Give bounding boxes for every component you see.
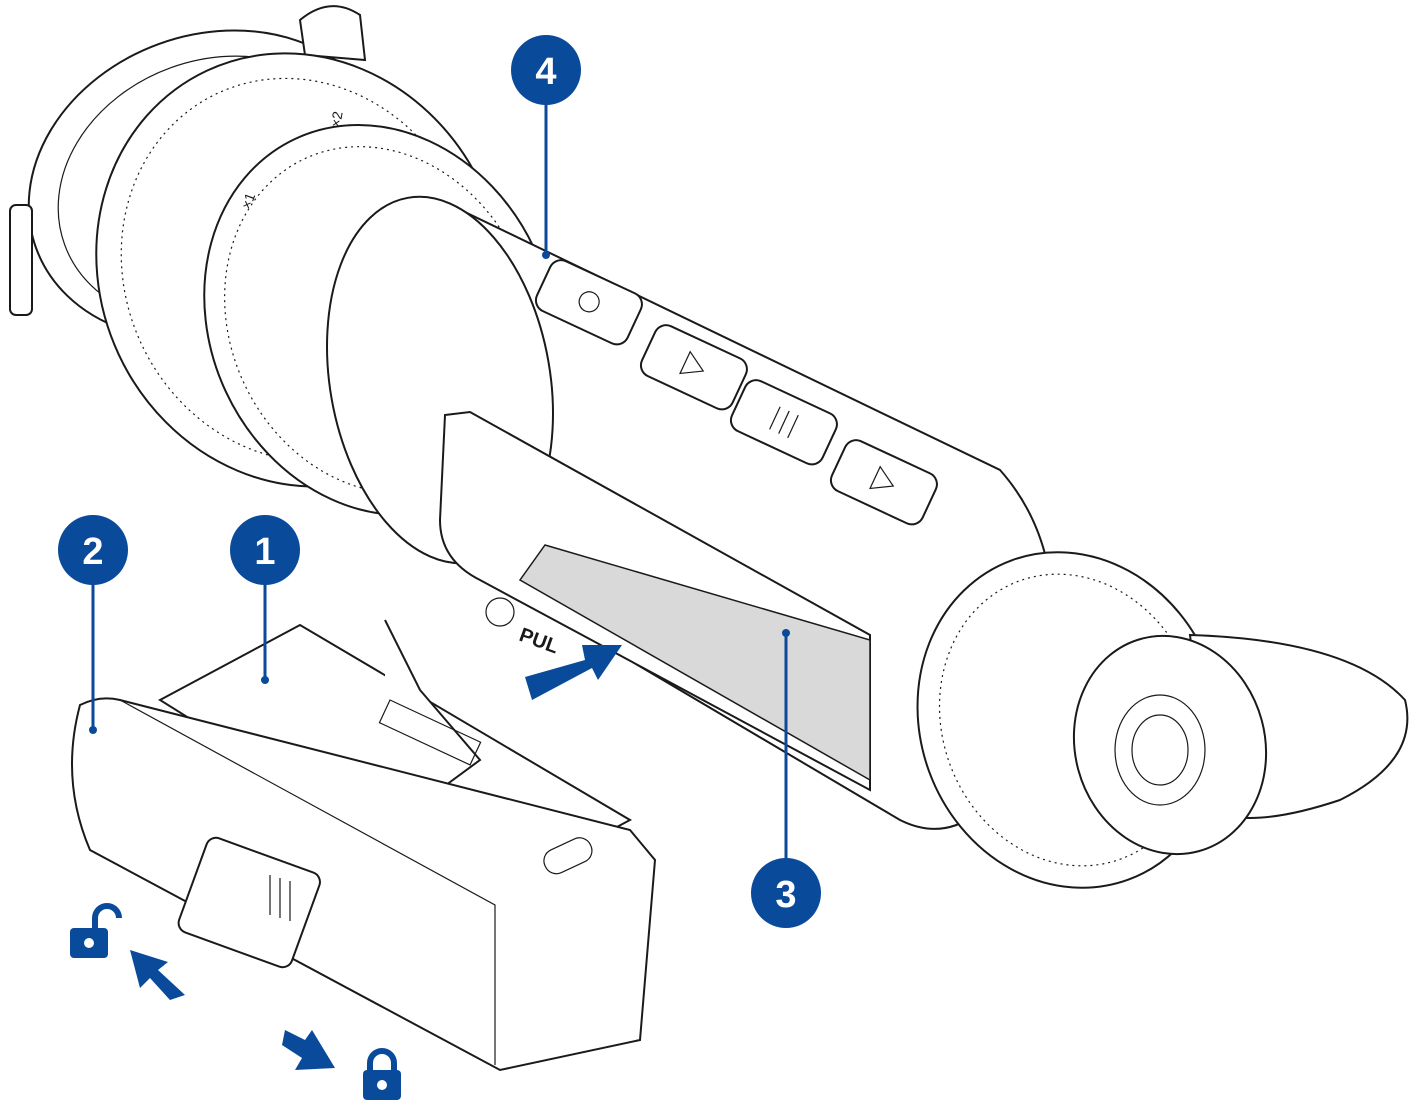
unlock-icon (70, 903, 122, 958)
callout-3: 3 (751, 629, 821, 928)
battery-pack (71, 619, 657, 1072)
arrow-lock-icon (282, 1030, 335, 1070)
svg-text:3: 3 (775, 874, 796, 916)
arrow-unlock-icon (130, 950, 185, 1000)
callout-2: 2 (58, 515, 128, 734)
svg-text:2: 2 (82, 531, 103, 573)
arrow-insert-icon (525, 645, 622, 700)
power-button (534, 259, 643, 346)
callout-1: 1 (230, 515, 300, 684)
logo: PUL (516, 624, 561, 658)
up-button (639, 324, 748, 411)
svg-text:4: 4 (535, 51, 556, 93)
down-button (829, 439, 938, 526)
control-buttons (534, 259, 938, 526)
zoom-mark-x1: ×1 (238, 190, 259, 211)
battery-lock-lever (177, 836, 321, 969)
zoom-mark-x2: ×2 (327, 110, 346, 129)
callout-4: 4 (511, 35, 581, 259)
eyepiece (916, 551, 1409, 889)
svg-text:1: 1 (254, 531, 275, 573)
lock-icon (363, 1048, 401, 1100)
